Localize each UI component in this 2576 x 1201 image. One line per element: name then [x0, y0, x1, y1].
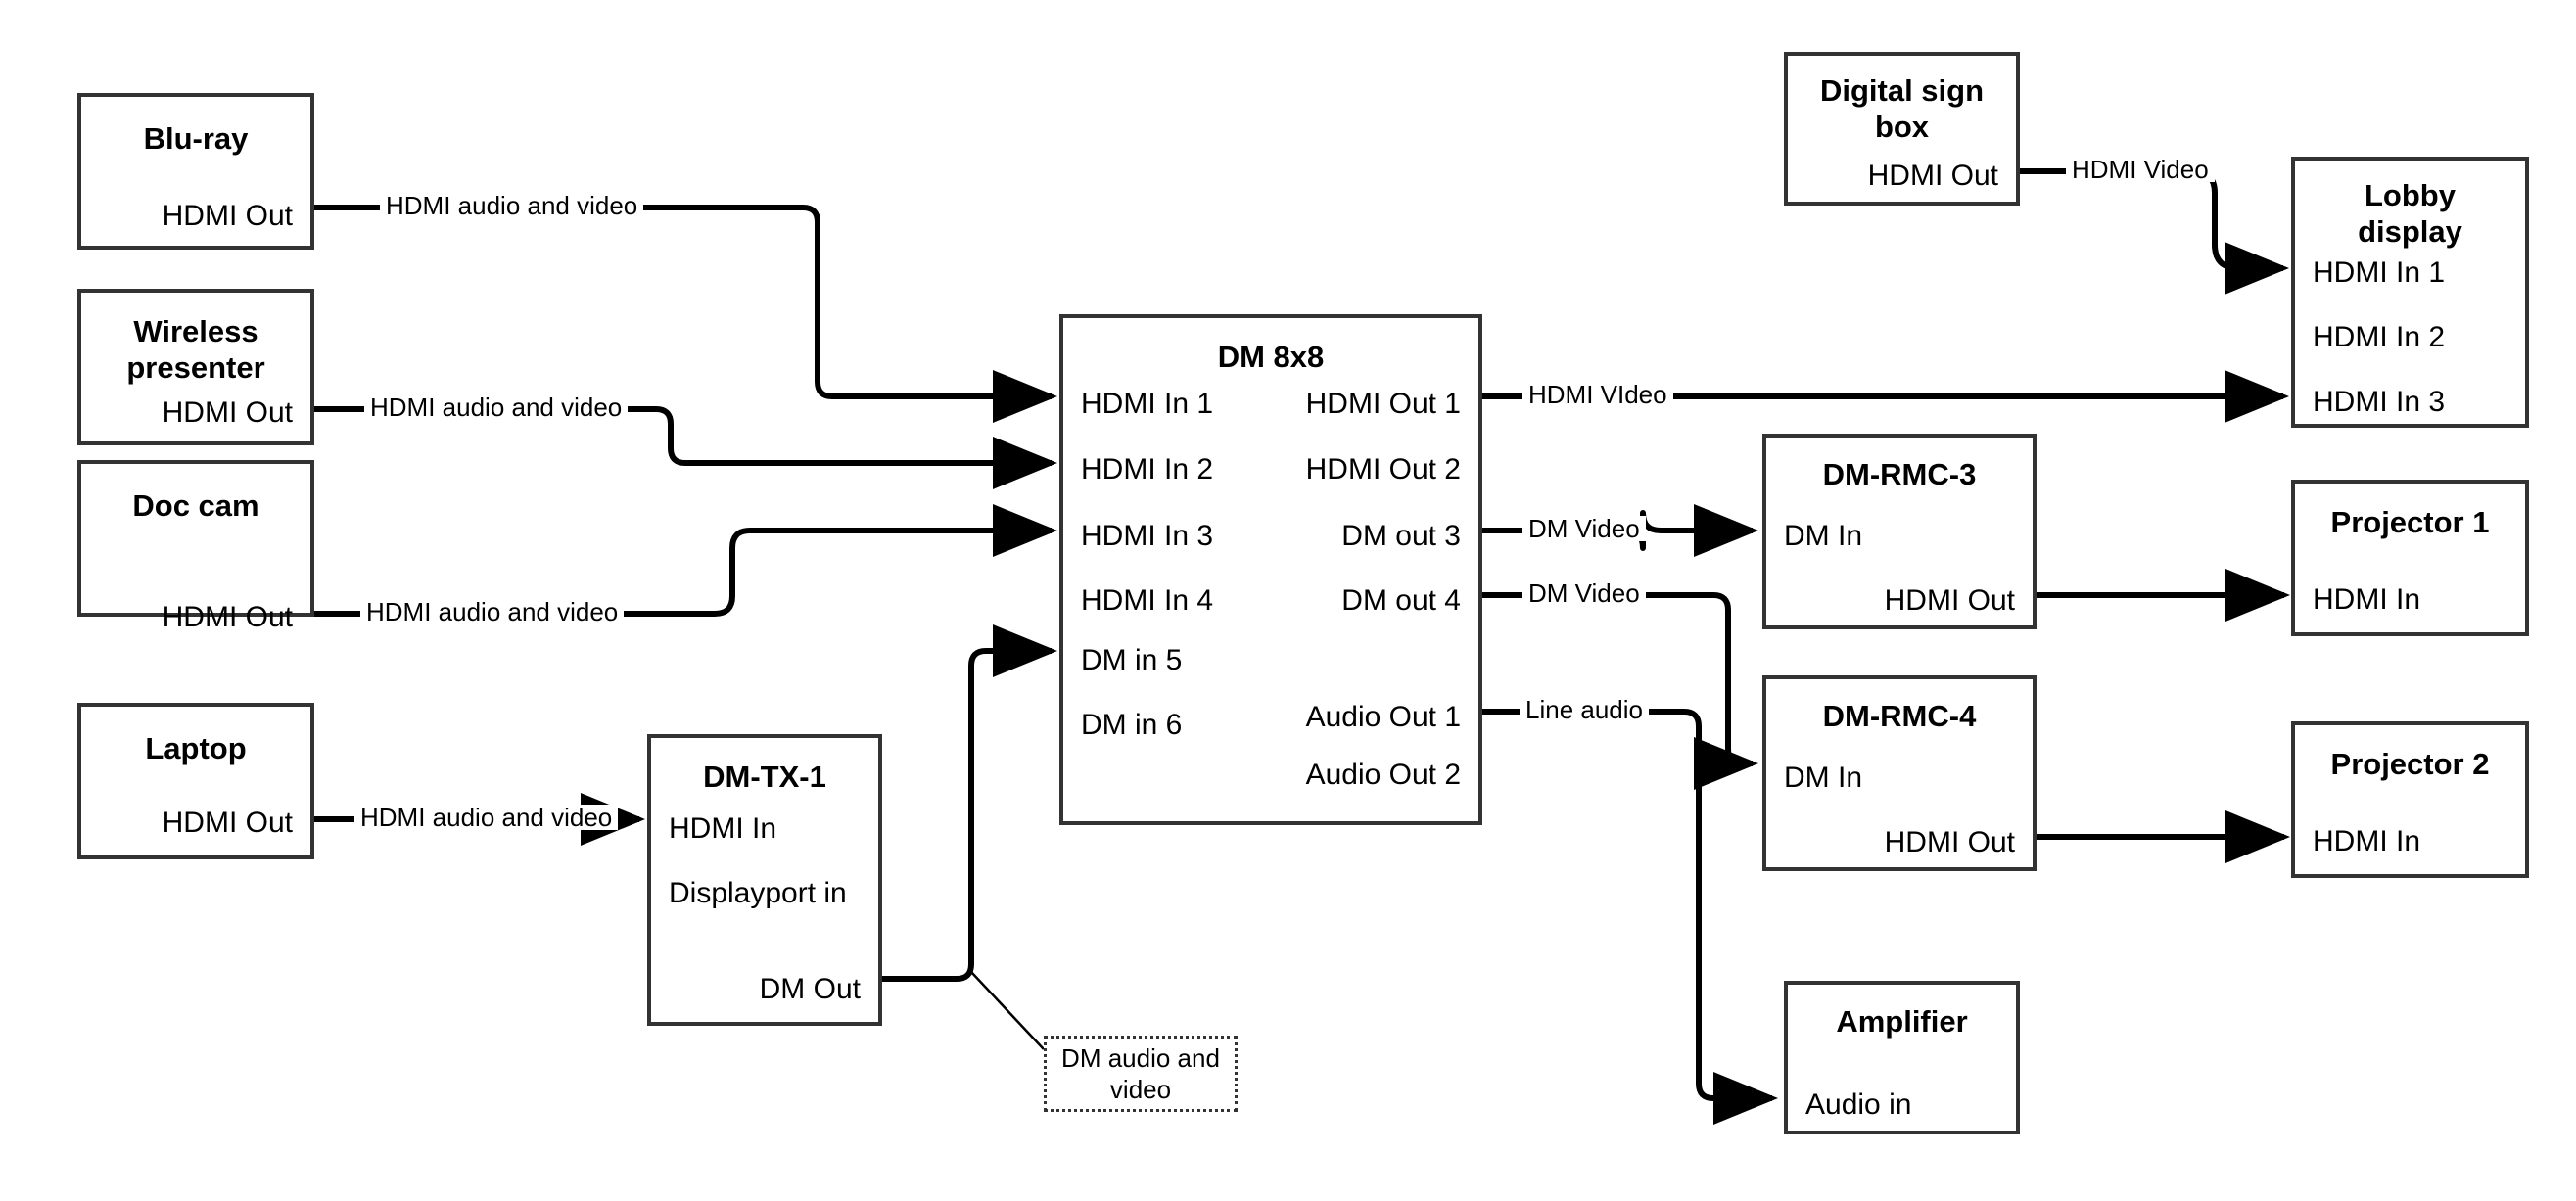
wire-label-c8: DM Video [1522, 580, 1646, 606]
node-title: DM-TX-1 [703, 760, 826, 794]
port-doccam-hdmi-out[interactable]: HDMI Out [162, 601, 293, 633]
port-proj2-hdmi-in[interactable]: HDMI In [2313, 825, 2421, 857]
port-dmtx1-displayport-in[interactable]: Displayport in [669, 877, 847, 909]
port-wireless-hdmi-out[interactable]: HDMI Out [162, 396, 293, 429]
port-bluray-hdmi-out[interactable]: HDMI Out [162, 200, 293, 232]
connector-dmtx1-to-dm8x8 [882, 624, 1057, 982]
port-dm8x8-dm-out-4[interactable]: DM out 4 [1341, 584, 1461, 617]
connector-bluray-to-dm8x8 [314, 205, 1057, 423]
port-dm8x8-hdmi-out-1[interactable]: HDMI Out 1 [1305, 388, 1461, 420]
port-rmc3-dm-in[interactable]: DM In [1784, 520, 1863, 552]
node-projector-2[interactable]: Projector 2 HDMI In [2291, 721, 2529, 878]
wire-label-c6: HDMI VIdeo [1522, 382, 1673, 407]
wire-label-c10: HDMI Video [2066, 157, 2215, 182]
wire-label-c9: Line audio [1520, 697, 1649, 722]
node-digital-sign-box[interactable]: Digital sign box HDMI Out [1784, 52, 2020, 206]
port-dmtx1-hdmi-in[interactable]: HDMI In [669, 812, 777, 845]
node-title: DM-RMC-3 [1822, 457, 1977, 491]
port-dm8x8-audio-out-1[interactable]: Audio Out 1 [1305, 701, 1461, 733]
port-dmtx1-dm-out[interactable]: DM Out [759, 973, 861, 1005]
port-dm8x8-dm-in-5[interactable]: DM in 5 [1081, 644, 1183, 676]
wire-label-c7: DM Video [1522, 516, 1646, 541]
wire-label-c3: HDMI audio and video [360, 599, 625, 624]
port-rmc3-hdmi-out[interactable]: HDMI Out [1884, 584, 2015, 617]
node-amplifier[interactable]: Amplifier Audio in [1784, 981, 2020, 1134]
port-dm8x8-audio-out-2[interactable]: Audio Out 2 [1305, 759, 1461, 791]
node-title: Blu-ray [143, 121, 249, 156]
node-projector-1[interactable]: Projector 1 HDMI In [2291, 480, 2529, 636]
port-laptop-hdmi-out[interactable]: HDMI Out [162, 807, 293, 839]
node-bluray[interactable]: Blu-ray HDMI Out [77, 93, 314, 250]
connector-dm8x8-to-rmc4 [1482, 592, 1758, 790]
port-dm8x8-hdmi-in-1[interactable]: HDMI In 1 [1081, 388, 1214, 420]
node-title: Wireless presenter [126, 314, 265, 385]
node-title: Laptop [145, 731, 247, 765]
port-dm8x8-dm-out-3[interactable]: DM out 3 [1341, 520, 1461, 552]
node-dm-8x8[interactable]: DM 8x8 HDMI In 1 HDMI In 2 HDMI In 3 HDM… [1059, 314, 1482, 825]
annotation-box-dm-audio-video: DM audio and video [1044, 1036, 1238, 1112]
node-doc-cam[interactable]: Doc cam HDMI Out [77, 460, 314, 632]
wire-label-c4: HDMI audio and video [354, 805, 619, 830]
port-dm8x8-hdmi-in-2[interactable]: HDMI In 2 [1081, 453, 1214, 485]
port-signbox-hdmi-out[interactable]: HDMI Out [1867, 160, 1998, 192]
node-dm-rmc-4[interactable]: DM-RMC-4 DM In HDMI Out [1762, 675, 2037, 871]
wire-label-c1: HDMI audio and video [380, 193, 644, 218]
node-laptop[interactable]: Laptop HDMI Out [77, 703, 314, 859]
wire-label-c2: HDMI audio and video [364, 394, 629, 420]
node-title: DM-RMC-4 [1822, 699, 1977, 733]
node-title: Projector 2 [2330, 747, 2490, 781]
node-title: Projector 1 [2330, 505, 2490, 539]
connector-wireless-to-dm8x8 [314, 406, 1057, 489]
node-dm-rmc-3[interactable]: DM-RMC-3 DM In HDMI Out [1762, 434, 2037, 629]
annotation-leader-line [970, 971, 1045, 1050]
port-dm8x8-dm-in-6[interactable]: DM in 6 [1081, 709, 1183, 741]
node-title: Amplifier [1836, 1004, 1968, 1039]
port-rmc4-dm-in[interactable]: DM In [1784, 762, 1863, 794]
port-lobby-hdmi-in-1[interactable]: HDMI In 1 [2313, 256, 2446, 289]
connector-signbox-to-lobby-in1 [2020, 168, 2289, 295]
node-title: Doc cam [132, 488, 259, 523]
port-amp-audio-in[interactable]: Audio in [1805, 1088, 1912, 1121]
port-dm8x8-hdmi-out-2[interactable]: HDMI Out 2 [1305, 453, 1461, 485]
connector-doccam-to-dm8x8 [314, 504, 1057, 617]
port-proj1-hdmi-in[interactable]: HDMI In [2313, 583, 2421, 616]
port-lobby-hdmi-in-2[interactable]: HDMI In 2 [2313, 321, 2446, 353]
node-lobby-display[interactable]: Lobby display HDMI In 1 HDMI In 2 HDMI I… [2291, 157, 2529, 428]
port-lobby-hdmi-in-3[interactable]: HDMI In 3 [2313, 386, 2446, 418]
port-dm8x8-hdmi-in-3[interactable]: HDMI In 3 [1081, 520, 1214, 552]
port-rmc4-hdmi-out[interactable]: HDMI Out [1884, 826, 2015, 858]
port-dm8x8-hdmi-in-4[interactable]: HDMI In 4 [1081, 584, 1214, 617]
connector-dm8x8-to-amplifier [1482, 709, 1778, 1125]
node-title: Lobby display [2358, 178, 2462, 249]
node-title: DM 8x8 [1217, 340, 1325, 374]
node-title: Digital sign box [1819, 73, 1985, 144]
node-dm-tx-1[interactable]: DM-TX-1 HDMI In Displayport in DM Out [647, 734, 882, 1026]
node-wireless-presenter[interactable]: Wireless presenter HDMI Out [77, 289, 314, 445]
